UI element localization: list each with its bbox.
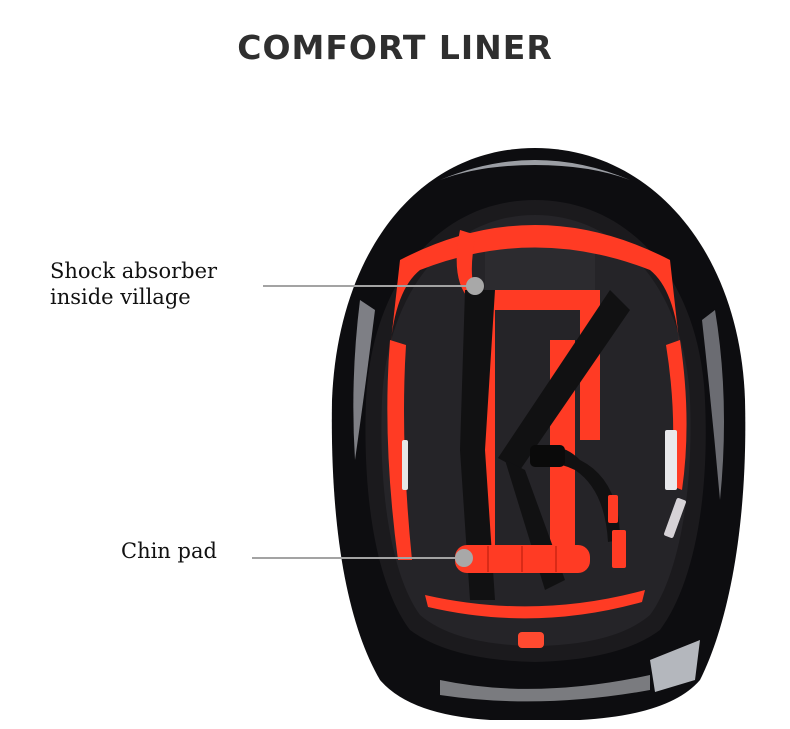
callout-label-shock-absorber: Shock absorber inside village [50,259,218,309]
callout-marker-shock-absorber [466,277,484,295]
callout-leader-shock-absorber [263,285,475,287]
callout-leader-chin-pad [252,557,464,559]
helmet-image [320,140,750,724]
callout-label-chin-pad: Chin pad [121,539,217,563]
page-title: COMFORT LINER [237,28,553,67]
callout-marker-chin-pad [455,549,473,567]
